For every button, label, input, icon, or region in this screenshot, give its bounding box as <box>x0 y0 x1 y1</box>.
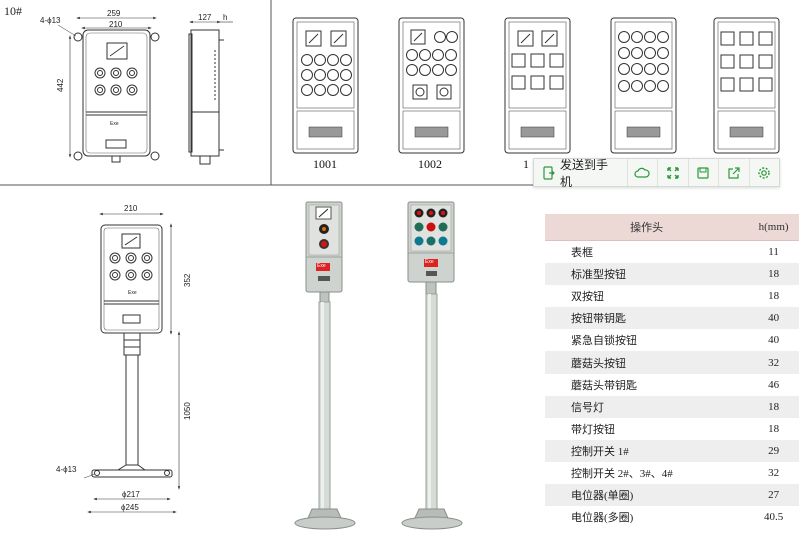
expand-button[interactable] <box>658 159 689 186</box>
table-row: 带灯按钮 18 <box>545 418 799 440</box>
send-to-phone-button[interactable]: 发送到手机 <box>534 158 628 189</box>
model-panel-1002 <box>398 17 465 154</box>
front-view-drawing <box>57 16 160 163</box>
row-name: 按钮带钥匙 <box>545 307 749 330</box>
model-label-1002: 1002 <box>418 157 442 171</box>
model-panel-1003 <box>504 17 571 154</box>
stand-pole-height: 1050 <box>183 402 192 420</box>
model-panel-1004 <box>610 17 677 154</box>
product-photo-pedestal-2 <box>401 201 463 530</box>
row-name: 带灯按钮 <box>571 423 615 436</box>
row-h: 27 <box>748 484 799 507</box>
save-button[interactable] <box>689 159 720 186</box>
row-h: 32 <box>768 466 780 479</box>
photo-plate-mark-2: Exe <box>425 259 434 265</box>
settings-icon <box>757 166 771 180</box>
expand-icon <box>666 166 680 180</box>
row-h: 46 <box>768 378 780 391</box>
stand-base-inner: ϕ217 <box>122 490 140 499</box>
row-h: 29 <box>748 439 799 462</box>
front-height: 442 <box>56 78 65 92</box>
row-name: 蘑菇头带钥匙 <box>571 379 637 392</box>
table-row: 电位器(单圈)27 <box>545 484 799 507</box>
send-to-phone-label: 发送到手机 <box>560 157 609 189</box>
model-panel-1005 <box>713 17 780 154</box>
front-hole-label: 4-ϕ13 <box>40 16 61 25</box>
row-h: 40 <box>748 307 799 330</box>
cloud-button[interactable] <box>628 159 659 186</box>
row-name: 表框 <box>571 247 593 260</box>
row-h: 11 <box>768 246 779 259</box>
front-width-outer: 259 <box>107 9 121 18</box>
header-operator: 操作头 <box>545 214 749 241</box>
row-name: 控制开关 1# <box>545 439 749 462</box>
model-panel-1001 <box>292 17 359 154</box>
share-button[interactable] <box>719 159 750 186</box>
front-plate-mark: Exe <box>110 121 119 127</box>
row-name: 双按钮 <box>571 291 604 304</box>
row-h: 32 <box>748 351 799 374</box>
table-row: 蘑菇头带钥匙 46 <box>545 374 799 396</box>
stand-base-outer: ϕ245 <box>121 503 139 512</box>
side-depth: 127 <box>198 13 212 22</box>
side-h-label: h <box>223 13 228 22</box>
table-row: 控制开关 2#、3#、4# 32 <box>545 462 799 484</box>
table-header-row: 操作头 h(mm) <box>545 214 799 241</box>
row-h: 40.5 <box>763 511 784 524</box>
table-row: 双按钮 18 <box>545 285 799 307</box>
row-name: 控制开关 2#、3#、4# <box>571 467 673 480</box>
photo-plate-mark-1: Exe <box>317 263 326 269</box>
row-h: 18 <box>748 395 799 418</box>
table-row: 紧急自锁按钮 40 <box>545 329 799 351</box>
model-label-1001: 1001 <box>313 157 337 171</box>
row-name: 电位器(多圈) <box>571 512 634 525</box>
save-icon <box>696 166 710 180</box>
stand-mount-drawing <box>83 212 181 514</box>
row-name: 紧急自锁按钮 <box>571 335 637 348</box>
stand-plate-mark: Exe <box>128 290 137 296</box>
row-name: 标准型按钮 <box>545 263 749 286</box>
table-row: 电位器(多圈) 40.5 <box>545 506 799 528</box>
side-view-drawing <box>188 20 233 165</box>
front-width-inner: 210 <box>109 20 123 29</box>
header-h: h(mm) <box>748 214 799 241</box>
image-toolbar: 发送到手机 <box>533 158 780 189</box>
row-name: 蘑菇头按钮 <box>545 351 749 374</box>
model-label-partial: 1 <box>523 157 529 171</box>
row-h: 18 <box>748 263 799 286</box>
share-icon <box>727 166 741 180</box>
row-h: 40 <box>768 334 780 347</box>
table-row: 控制开关 1#29 <box>545 439 799 462</box>
row-name: 信号灯 <box>545 395 749 418</box>
settings-button[interactable] <box>750 159 779 186</box>
stand-box-height: 352 <box>183 273 192 287</box>
stand-width: 210 <box>124 204 138 213</box>
cloud-icon <box>634 167 650 179</box>
table-row: 表框 11 <box>545 241 799 264</box>
row-h: 18 <box>768 290 780 303</box>
stand-hole-label: 4-ϕ13 <box>56 465 77 474</box>
row-name: 电位器(单圈) <box>545 484 749 507</box>
send-phone-icon <box>542 165 556 180</box>
row-h: 18 <box>768 422 780 435</box>
product-photo-pedestal-1 <box>294 201 356 530</box>
drawing-number-label: 10# <box>4 4 22 18</box>
